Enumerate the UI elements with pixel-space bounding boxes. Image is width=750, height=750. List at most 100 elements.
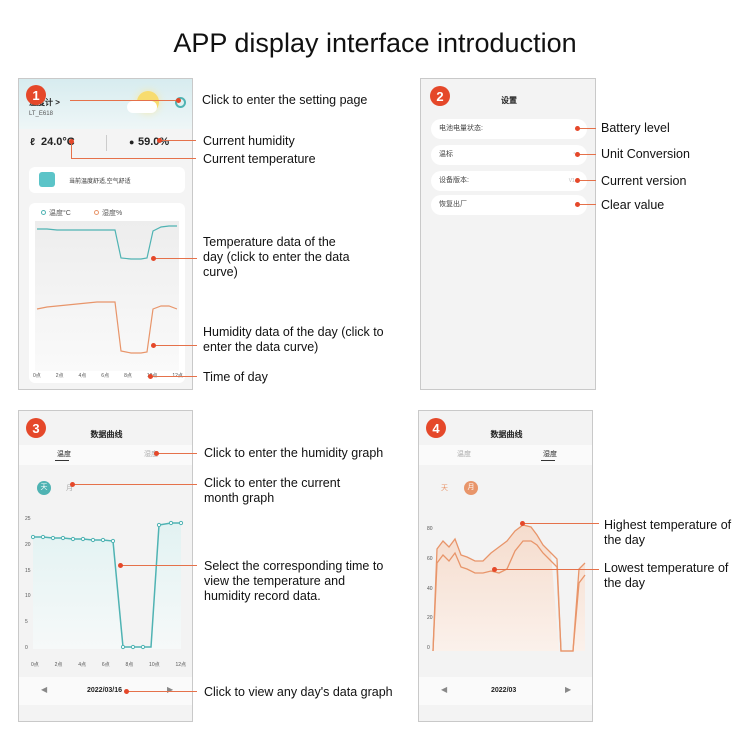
leader-line xyxy=(127,691,197,692)
current-temperature: 24.0°C xyxy=(41,136,75,148)
leader-dot xyxy=(575,202,580,207)
setting-label: 电池电量状态: xyxy=(439,125,483,132)
date-label[interactable]: 2022/03 xyxy=(491,687,517,694)
tab-underline xyxy=(541,460,555,461)
x-axis: 0点 2点 4点 6点 8点 10点 12点 xyxy=(31,661,186,668)
y-axis: 25 20 15 10 5 0 xyxy=(25,516,31,651)
leader-line xyxy=(495,569,599,570)
panel-month-graph: 数据曲线 温度 湿度 天 月 80 60 40 20 0 ◀ 2022/03 ▶ xyxy=(418,410,593,722)
annotation-settings: Click to enter the setting page xyxy=(202,93,368,107)
toggle-month[interactable]: 月 xyxy=(464,481,478,495)
leader-line xyxy=(71,141,72,159)
tab-bar xyxy=(19,445,192,465)
temp-points xyxy=(30,520,184,650)
annotation-humidity-graph: Click to enter the humidity graph xyxy=(204,446,384,460)
leader-line xyxy=(157,453,197,454)
hum-day-line xyxy=(36,301,178,354)
annotation-day-graph: Click to view any day's data graph xyxy=(204,685,393,699)
graph-title: 数据曲线 xyxy=(90,430,123,439)
setting-battery[interactable]: 电池电量状态: 8 xyxy=(431,119,587,139)
divider xyxy=(106,135,107,151)
thermometer-icon: ℓ xyxy=(30,137,35,148)
tab-humidity[interactable]: 湿度 xyxy=(144,451,158,458)
annotation-lowest: Lowest temperature of the day xyxy=(604,561,729,590)
tab-temperature[interactable]: 温度 xyxy=(457,451,471,458)
y-axis: 80 60 40 20 0 xyxy=(427,526,433,651)
prev-month-icon[interactable]: ◀ xyxy=(441,685,448,694)
leader-line xyxy=(121,565,197,566)
comfort-card: 当前温度舒适,空气舒适 xyxy=(29,167,185,193)
leader-dot xyxy=(148,374,153,379)
cloud-icon xyxy=(127,101,157,113)
panel-temperature-graph: 数据曲线 温度 湿度 天 月 25 20 15 10 5 0 0点 2点 4点 … xyxy=(18,410,193,722)
y-tick: 80 xyxy=(427,526,433,532)
y-tick: 40 xyxy=(427,585,433,592)
time-tick: 0点 xyxy=(33,373,41,379)
leader-line xyxy=(153,258,197,259)
x-tick: 6点 xyxy=(101,662,110,668)
setting-label: 温标 xyxy=(439,151,453,158)
x-tick: 8点 xyxy=(125,662,134,668)
app-title[interactable]: 温度计 > xyxy=(29,98,60,107)
tab-bar xyxy=(419,445,592,465)
time-tick: 4点 xyxy=(78,373,87,379)
leader-dot xyxy=(151,343,156,348)
panel-home-screen: 温度计 > LT_E618 ℓ 24.0°C ● 59.0% 当前温度舒适,空气… xyxy=(18,78,193,390)
x-tick: 0点 xyxy=(31,662,39,668)
tab-humidity[interactable]: 湿度 xyxy=(543,451,557,458)
legend-temp: 温度°C xyxy=(49,210,71,217)
day-chart-card[interactable]: 温度°C 湿度% 0点 2点 4点 6点 8点 10点 12点 xyxy=(29,203,185,383)
annotation-battery: Battery level xyxy=(601,121,670,135)
prev-day-icon[interactable]: ◀ xyxy=(41,685,48,694)
leader-line xyxy=(70,100,178,101)
y-tick: 25 xyxy=(25,516,31,522)
leader-line xyxy=(71,158,196,159)
y-tick: 20 xyxy=(427,615,433,622)
setting-value: V1.2 xyxy=(568,178,579,184)
leader-dot xyxy=(69,139,74,144)
panel-settings-screen: 设置 电池电量状态: 8 温标 °C 设备版本: V1.2 恢复出厂 xyxy=(420,78,596,390)
next-day-icon[interactable]: ▶ xyxy=(167,685,174,694)
lowest-temp-curve xyxy=(432,540,586,652)
annotation-version: Current version xyxy=(601,174,687,188)
x-tick: 2点 xyxy=(54,662,63,668)
y-tick: 0 xyxy=(25,644,28,651)
next-month-icon[interactable]: ▶ xyxy=(565,685,572,694)
toggle-day[interactable]: 天 xyxy=(441,485,448,492)
annotation-select-time: Select the corresponding time to view th… xyxy=(204,559,384,603)
annotation-temp-curve: Temperature data of the day (click to en… xyxy=(203,235,350,279)
leader-line xyxy=(523,523,599,524)
month-temperature-chart[interactable] xyxy=(419,511,593,676)
panel-3-badge: 3 xyxy=(26,418,46,438)
leader-dot xyxy=(157,138,162,143)
time-tick: 8点 xyxy=(124,373,132,379)
annotation-time: Time of day xyxy=(203,370,268,384)
device-id: LT_E618 xyxy=(29,111,53,117)
toggle-month[interactable]: 月 xyxy=(66,485,73,492)
month-area xyxy=(433,525,585,651)
x-tick: 10点 xyxy=(149,662,160,668)
leader-line xyxy=(153,345,197,346)
y-tick: 10 xyxy=(25,593,31,600)
leader-line xyxy=(150,376,197,377)
setting-unit[interactable]: 温标 °C xyxy=(431,145,587,165)
droplet-icon: ● xyxy=(129,137,135,147)
leader-dot xyxy=(520,521,525,526)
day-curves-svg[interactable] xyxy=(29,203,185,383)
annotation-unit: Unit Conversion xyxy=(601,147,690,161)
date-label[interactable]: 2022/03/16 xyxy=(87,687,123,694)
comfort-text: 当前温度舒适,空气舒适 xyxy=(69,179,131,185)
panel-2-badge: 2 xyxy=(430,86,450,106)
time-tick: 2点 xyxy=(55,373,64,379)
temp-curve xyxy=(33,522,181,648)
leader-dot xyxy=(492,567,497,572)
y-tick: 5 xyxy=(25,619,28,626)
toggle-day[interactable]: 天 xyxy=(37,481,51,495)
panel-1-badge: 1 xyxy=(26,85,46,105)
setting-factory-reset[interactable]: 恢复出厂 xyxy=(431,195,587,215)
panel-4-badge: 4 xyxy=(426,418,446,438)
tab-temperature[interactable]: 温度 xyxy=(57,451,71,458)
temp-area xyxy=(33,523,181,649)
temperature-day-chart[interactable] xyxy=(19,511,193,676)
annotation-hum-curve: Humidity data of the day (click to enter… xyxy=(203,325,384,354)
